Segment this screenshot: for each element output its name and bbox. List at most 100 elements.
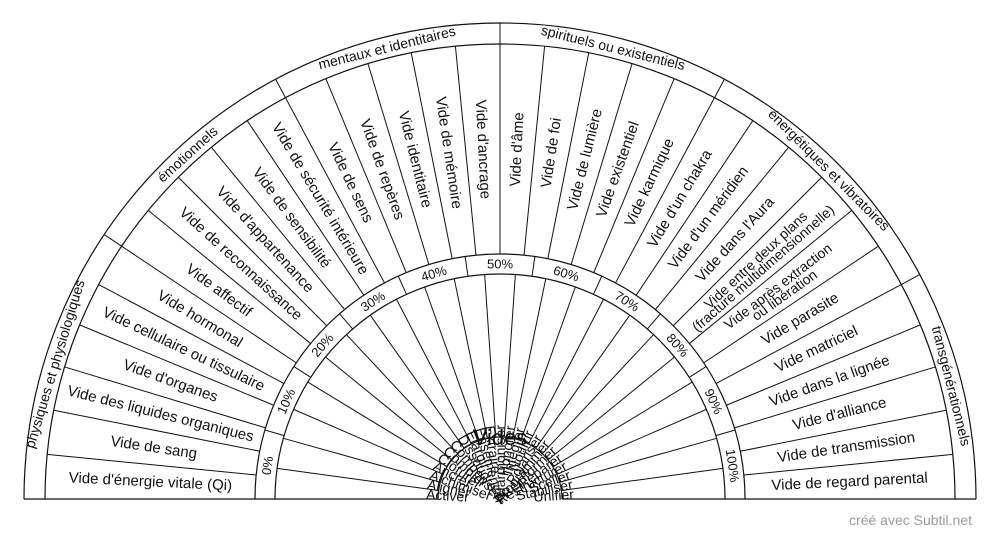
percent-divider bbox=[531, 256, 536, 277]
category-divider bbox=[901, 274, 921, 285]
void-divider bbox=[147, 209, 311, 344]
void-label: Vide de mémoire bbox=[432, 96, 465, 210]
percent-label: 100% bbox=[723, 448, 743, 483]
void-label: Vide d'énergie vitale (Qi) bbox=[68, 469, 232, 494]
void-divider bbox=[523, 46, 546, 256]
void-divider bbox=[79, 324, 274, 406]
category-divider bbox=[103, 234, 122, 247]
action-divider bbox=[369, 314, 465, 449]
percent-label: 10% bbox=[274, 386, 299, 416]
action-divider bbox=[535, 314, 631, 449]
action-divider bbox=[520, 286, 576, 441]
percent-divider bbox=[689, 366, 707, 378]
void-divider bbox=[689, 209, 853, 344]
action-divider bbox=[503, 274, 516, 438]
action-arc bbox=[274, 273, 726, 500]
void-divider bbox=[246, 120, 365, 296]
void-divider bbox=[410, 52, 453, 259]
category-label: physiques et physiologiques bbox=[21, 278, 87, 450]
action-divider bbox=[541, 334, 654, 455]
center-hub: Vides bbox=[473, 425, 528, 450]
void-divider bbox=[53, 409, 260, 452]
void-divider bbox=[655, 146, 790, 310]
action-label: Honorer bbox=[495, 424, 518, 477]
void-divider bbox=[367, 63, 430, 265]
void-label: Vide d'ancrage bbox=[472, 99, 494, 199]
action-divider bbox=[552, 381, 693, 468]
percent-divider bbox=[264, 429, 285, 437]
category-divider bbox=[275, 78, 286, 98]
void-label: Vide de foi bbox=[538, 117, 565, 189]
void-divider bbox=[325, 78, 407, 273]
action-label: Activer bbox=[426, 486, 470, 505]
percent-divider bbox=[397, 275, 407, 295]
void-label: Vide de regard parental bbox=[771, 470, 928, 495]
category-label: mentaux et identitaires bbox=[317, 23, 458, 73]
credit-text: créé avec Subtil.net bbox=[849, 512, 972, 528]
percent-divider bbox=[646, 313, 661, 330]
void-label: Vide de sang bbox=[109, 433, 198, 463]
void-divider bbox=[635, 120, 754, 296]
center-label: Vides bbox=[473, 425, 528, 450]
action-divider bbox=[559, 437, 717, 483]
action-divider bbox=[556, 408, 707, 475]
category-label: émotionnels bbox=[154, 123, 221, 186]
percent-label: 60% bbox=[552, 263, 582, 285]
action-divider bbox=[528, 298, 604, 445]
percent-label: 90% bbox=[702, 386, 727, 416]
void-divider bbox=[98, 284, 285, 384]
action-ring: ActiverAlignerAlchimiserAncrerClôturerCo… bbox=[426, 424, 575, 507]
percent-label: 30% bbox=[358, 288, 388, 315]
void-divider bbox=[734, 366, 936, 429]
percent-divider bbox=[715, 429, 736, 437]
void-divider bbox=[570, 63, 633, 265]
action-divider bbox=[283, 437, 441, 483]
void-divider bbox=[672, 176, 823, 327]
action-divider bbox=[484, 274, 497, 438]
action-label: Harmoniser bbox=[492, 425, 508, 498]
percent-label: 20% bbox=[308, 330, 337, 360]
percent-divider bbox=[464, 256, 469, 277]
percent-divider bbox=[593, 275, 603, 295]
category-label: spirituels ou existentiels bbox=[539, 22, 686, 73]
void-divider bbox=[715, 284, 902, 384]
void-divider bbox=[285, 97, 385, 284]
void-divider bbox=[47, 453, 257, 476]
action-divider bbox=[325, 356, 453, 461]
action-label: Unifier bbox=[533, 486, 575, 505]
void-divider bbox=[743, 453, 953, 476]
void-label: Vide de transmission bbox=[776, 429, 916, 466]
action-divider bbox=[293, 408, 444, 475]
action-label: Extraire bbox=[482, 425, 504, 475]
hub-arc bbox=[437, 436, 563, 500]
action-divider bbox=[547, 356, 675, 461]
percent-divider bbox=[293, 366, 311, 378]
percent-divider bbox=[339, 313, 354, 330]
void-label: Vide des liquides organiques bbox=[66, 382, 256, 445]
void-divider bbox=[121, 245, 297, 364]
category-divider bbox=[714, 78, 725, 98]
void-divider bbox=[210, 146, 345, 310]
action-divider bbox=[424, 286, 480, 441]
void-divider bbox=[615, 97, 715, 284]
action-divider bbox=[346, 334, 459, 455]
action-divider bbox=[277, 467, 439, 492]
action-divider bbox=[561, 467, 723, 492]
void-divider bbox=[177, 176, 328, 327]
void-divider bbox=[547, 52, 590, 259]
void-divider bbox=[740, 409, 947, 452]
action-divider bbox=[512, 278, 547, 439]
action-divider bbox=[396, 298, 472, 445]
chart-lines bbox=[23, 22, 977, 500]
void-divider bbox=[64, 366, 266, 429]
void-label: Vide d'alliance bbox=[791, 394, 888, 434]
action-divider bbox=[453, 278, 488, 439]
void-divider bbox=[703, 245, 879, 364]
void-label: Vide d'âme bbox=[507, 112, 528, 187]
percent-label: 80% bbox=[663, 330, 692, 360]
percent-label: 50% bbox=[487, 257, 513, 272]
void-divider bbox=[593, 78, 675, 273]
void-divider bbox=[726, 324, 921, 406]
percent-label: 0% bbox=[259, 455, 277, 476]
